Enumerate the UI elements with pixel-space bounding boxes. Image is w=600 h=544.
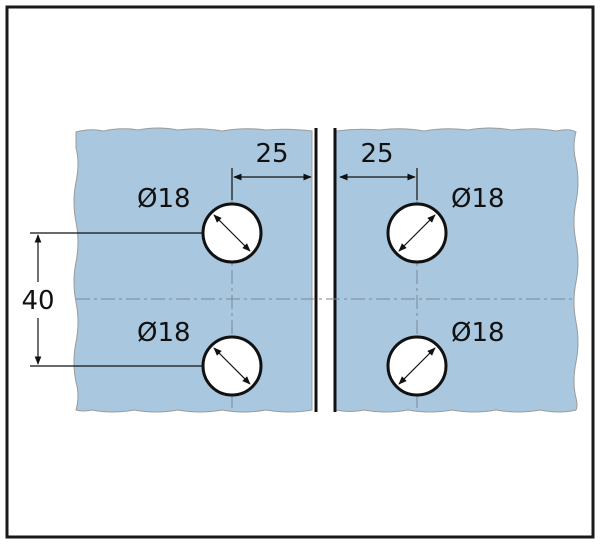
hole-lower-left-diameter-label: Ø18 <box>137 318 191 348</box>
hole-upper-left-diameter-label: Ø18 <box>137 184 191 214</box>
right-offset-label: 25 <box>360 139 393 169</box>
left-glass-panel <box>73 127 313 413</box>
hole-lower-right-diameter-label: Ø18 <box>451 318 505 348</box>
diagram-frame <box>5 5 595 539</box>
right-glass-panel <box>335 127 579 413</box>
hole-lower-left <box>201 335 263 397</box>
hole-upper-left <box>201 202 263 264</box>
hole-spacing-label: 40 <box>21 286 54 316</box>
hole-upper-right <box>386 202 448 264</box>
left-offset-label: 25 <box>255 139 288 169</box>
hole-upper-right-diameter-label: Ø18 <box>451 184 505 214</box>
hole-lower-right <box>386 335 448 397</box>
